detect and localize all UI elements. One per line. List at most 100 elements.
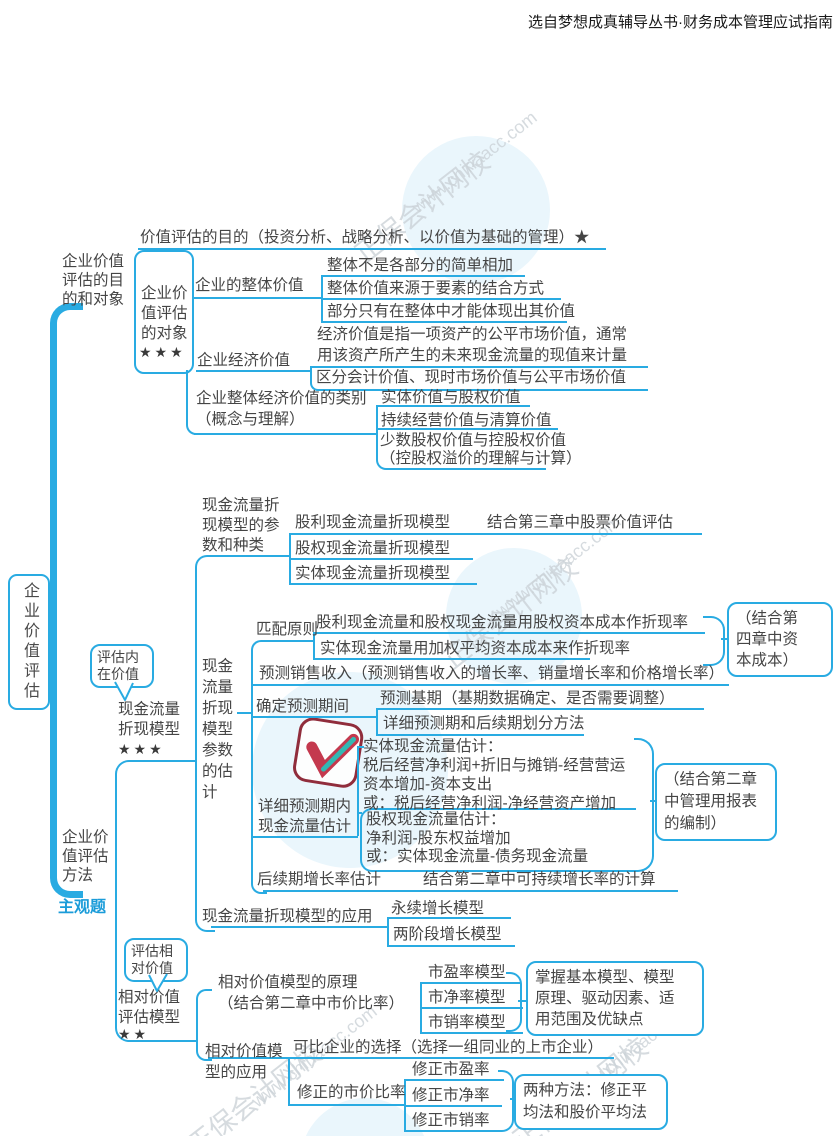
connector-line xyxy=(313,658,590,660)
node-economic-definition: 经济价值是指一项资产的公平市场价值，通常 用该资产所产生的未来现金流量的现值来计… xyxy=(317,326,628,364)
importance-stars: ★★★ xyxy=(139,344,186,360)
importance-stars: ★★ xyxy=(118,1026,150,1042)
node-dcf-type-note: 结合第三章中股票价值评估 xyxy=(487,514,674,531)
connector-bracket xyxy=(251,640,267,894)
connector-line xyxy=(289,583,477,585)
connector-line xyxy=(313,632,705,634)
node-matching-principle: 匹配原则 xyxy=(256,621,319,638)
branch-methods-label: 企业价值评估方法 xyxy=(62,829,109,884)
connector-brace xyxy=(498,1070,514,1132)
watermark-circle xyxy=(402,136,550,284)
node-sales-forecast: 预测销售收入（预测销售收入的增长率、销量增长率和价格增长率） xyxy=(259,665,725,682)
connector-line xyxy=(321,321,567,323)
node-overall-point: 整体价值来源于要素的结合方式 xyxy=(327,280,545,297)
node-dcf-application: 现金流量折现模型的应用 xyxy=(202,908,373,925)
connector-line xyxy=(196,370,310,372)
connector-line xyxy=(387,917,511,919)
connector-line xyxy=(404,1079,504,1081)
connector-line xyxy=(376,405,530,407)
node-matching-rule: 股利现金流量和股权现金流量用股权资本成本作折现率 xyxy=(316,614,689,631)
connector-line xyxy=(288,1057,290,1106)
connector-elbow xyxy=(186,370,198,435)
node-entity-cf-formula: 实体现金流量估计： 税后经营净利润+折旧与摊销-经营营运 资本增加-资本支出 或… xyxy=(363,738,626,812)
connector-line xyxy=(138,248,606,250)
connector-line xyxy=(263,640,313,642)
node-forecast-period: 确定预测期间 xyxy=(256,698,350,715)
node-dcf-model-type: 股利现金流量折现模型 xyxy=(295,514,451,531)
connector-line xyxy=(387,917,389,947)
node-terminal-growth: 后续期增长率估计 xyxy=(257,871,382,888)
connector-line xyxy=(404,1105,502,1107)
node-period-division: 详细预测期和后续期划分方法 xyxy=(383,715,585,732)
node-dcf-model-type: 实体现金流量折现模型 xyxy=(295,565,451,582)
connector-line xyxy=(510,1098,516,1100)
node-dcf-model-label: 现金流量折现模型 xyxy=(118,701,181,738)
connector-line xyxy=(251,836,358,838)
connector-line xyxy=(376,708,378,736)
node-valuation-object-box xyxy=(134,250,194,374)
node-adjusted-ps: 修正市销率 xyxy=(412,1112,490,1129)
connector-line xyxy=(376,405,378,438)
node-base-period: 预测基期（基期数据确定、是否需要调整） xyxy=(380,690,675,707)
node-adjusted-pb: 修正市净率 xyxy=(412,1087,490,1104)
connector-brace xyxy=(634,738,654,872)
node-comparable-selection: 可比企业的选择（选择一组同业的上市企业） xyxy=(293,1039,604,1056)
node-valuation-object-label: 企业价值评估的对象 xyxy=(141,285,188,342)
page-source-note: 选自梦想成真辅导丛书·财务成本管理应试指南 xyxy=(528,14,833,31)
bubble-model-mastery-note: 掌握基本模型、模型 原理、驱动因素、适 用范围及优缺点 xyxy=(526,961,704,1036)
node-dcf-params-types: 现金流量折现模型的参数和种类 xyxy=(202,497,280,554)
connector-line xyxy=(211,555,291,557)
node-valuation-purpose: 价值评估的目的（投资分析、战略分析、以价值为基础的管理）★ xyxy=(140,229,590,246)
connector-line xyxy=(211,926,389,928)
callout-tail xyxy=(114,681,134,701)
node-dcf-model-type: 股权现金流量折现模型 xyxy=(295,540,451,557)
node-relative-application: 相对价值模型的应用 xyxy=(205,1043,283,1081)
question-type-tag: 主观题 xyxy=(58,899,107,916)
connector-line xyxy=(376,734,584,736)
connector-bracket xyxy=(196,989,212,1061)
connector-line xyxy=(376,428,558,430)
node-relative-principle: 相对价值模型的原理 （结合第二章中市价比率） xyxy=(218,974,405,1012)
connector-line xyxy=(404,1130,502,1132)
connector-line xyxy=(194,433,376,435)
connector-line xyxy=(721,638,728,640)
node-adjusted-ratio-label: 修正的市价比率 xyxy=(297,1084,406,1101)
connector-line xyxy=(518,1000,527,1002)
node-overall-point: 整体不是各部分的简单相加 xyxy=(327,257,514,274)
bubble-management-report-note: （结合第二章 中管理用报表 的编制） xyxy=(655,763,777,841)
connector-line xyxy=(321,298,561,300)
bubble-two-methods-note: 两种方法：修正平 均法和股价平均法 xyxy=(514,1074,668,1130)
connector-line xyxy=(263,890,678,892)
node-pb-model: 市净率模型 xyxy=(428,989,506,1006)
node-matching-rule: 实体现金流量用加权平均资本成本来作折现率 xyxy=(320,640,631,657)
node-economic-distinction: 区分会计价值、现时市场价值与公平市场价值 xyxy=(316,369,627,386)
connector-line xyxy=(357,746,359,836)
connector-line xyxy=(376,708,704,710)
connector-bracket xyxy=(310,366,648,391)
connector-line xyxy=(650,800,656,802)
branch-purpose-object-label: 企业价值评估的目的和对象 xyxy=(62,253,125,308)
connector-bracket xyxy=(376,437,546,470)
connector-line xyxy=(321,275,525,277)
bubble-cost-of-capital-note: （结合第 四章中资 本成本） xyxy=(727,602,833,677)
connector-line xyxy=(237,712,251,714)
node-category-item: 实体价值与股权价值 xyxy=(381,389,521,406)
connector-line xyxy=(193,297,321,299)
connector-line xyxy=(357,746,364,748)
node-value-categories: 企业整体经济价值的类别 （概念与理解） xyxy=(196,390,367,428)
connector-line xyxy=(420,982,520,984)
node-adjusted-pe: 修正市盈率 xyxy=(412,1061,490,1078)
node-category-item: 持续经营价值与清算价值 xyxy=(381,412,552,429)
brand-logo-watermark xyxy=(293,717,364,788)
node-ps-model: 市销率模型 xyxy=(428,1014,506,1031)
root-node: 企业价值评估 xyxy=(8,574,50,710)
node-dcf-estimation-label: 现金流量折现模型参数的估计 xyxy=(202,658,234,801)
node-overall-value: 企业的整体价值 xyxy=(195,277,304,294)
connector-bracket xyxy=(115,760,197,1042)
root-label: 企业价值评估 xyxy=(21,582,38,702)
connector-line xyxy=(357,812,362,814)
node-relative-model-label: 相对价值评估模型 xyxy=(118,989,181,1026)
connector-brace xyxy=(703,616,725,666)
node-perpetual-growth: 永续增长模型 xyxy=(391,900,485,917)
